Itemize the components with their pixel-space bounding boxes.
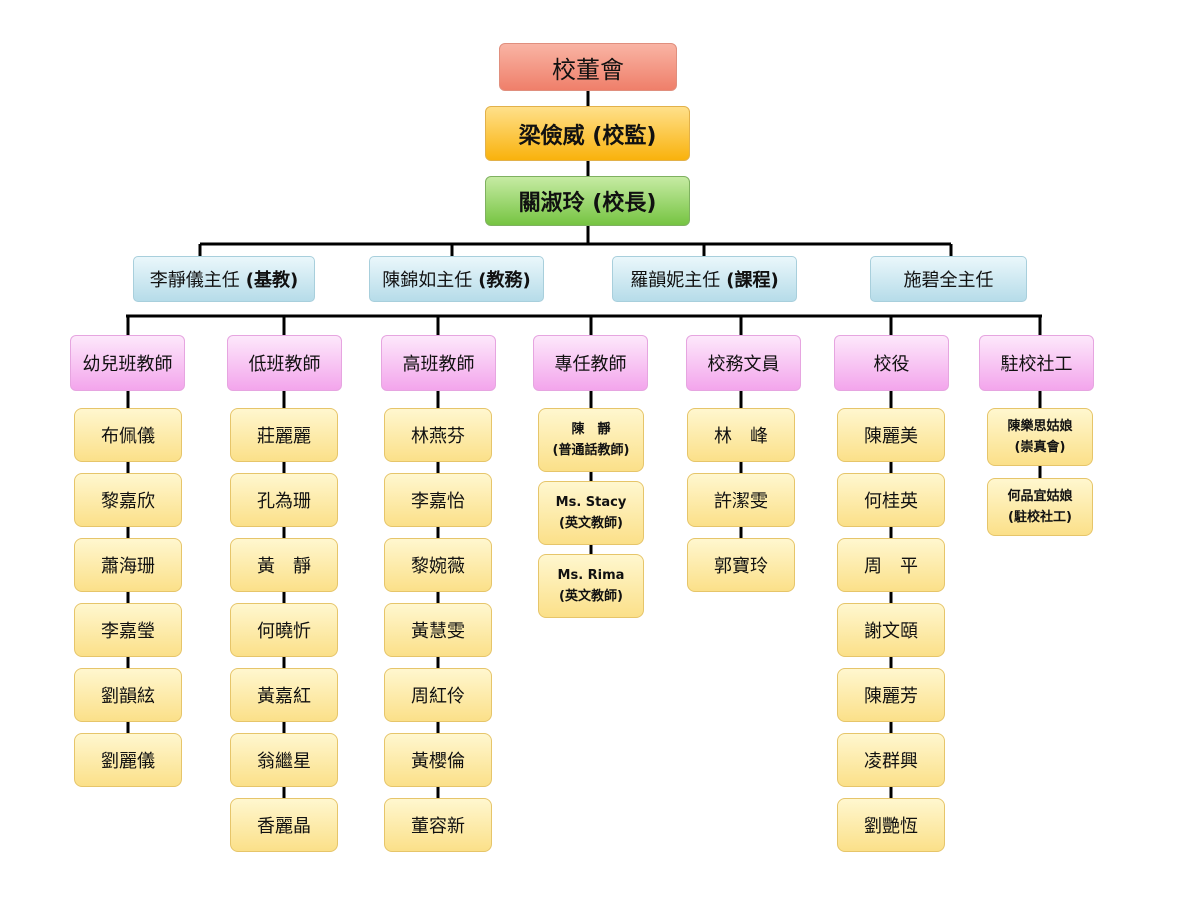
staff-box: 周紅伶 xyxy=(384,668,492,722)
staff-note: (崇真會) xyxy=(1014,440,1066,455)
staff-name: 陳樂思姑娘 xyxy=(1007,419,1073,434)
staff-box: 何曉忻 xyxy=(230,603,338,657)
staff-box: 黃嘉紅 xyxy=(230,668,338,722)
staff-name: 何品宜姑娘 xyxy=(1007,489,1073,504)
staff-box: Ms. Rima (英文教師) xyxy=(538,554,644,618)
staff-box: 李嘉怡 xyxy=(384,473,492,527)
director-name: 羅韻妮主任 xyxy=(630,270,721,291)
department-box-2: 低班教師 xyxy=(227,335,342,391)
staff-name: Ms. Stacy xyxy=(555,495,627,510)
department-box-5: 校務文員 xyxy=(686,335,801,391)
director-box-3: 羅韻妮主任(課程) xyxy=(612,256,797,302)
department-box-3: 高班教師 xyxy=(381,335,496,391)
director-box-1: 李靜儀主任(基教) xyxy=(133,256,315,302)
director-box-4: 施碧全主任 xyxy=(870,256,1027,302)
staff-name: 陳 靜 xyxy=(571,422,611,437)
staff-box: Ms. Stacy (英文教師) xyxy=(538,481,644,545)
staff-box: 翁繼星 xyxy=(230,733,338,787)
department-box-4: 專任教師 xyxy=(533,335,648,391)
staff-box: 陳 靜 (普通話教師) xyxy=(538,408,644,472)
staff-box: 劉艷恆 xyxy=(837,798,945,852)
staff-box: 何品宜姑娘 (駐校社工) xyxy=(987,478,1093,536)
staff-box: 周 平 xyxy=(837,538,945,592)
director-name: 施碧全主任 xyxy=(903,270,994,291)
staff-box: 劉韻絃 xyxy=(74,668,182,722)
director-box-2: 陳錦如主任(教務) xyxy=(369,256,544,302)
department-box-6: 校役 xyxy=(834,335,949,391)
staff-box: 陳麗芳 xyxy=(837,668,945,722)
staff-note: (英文教師) xyxy=(559,589,623,604)
staff-box: 黃櫻倫 xyxy=(384,733,492,787)
supervisor-box: 梁儉威 (校監) xyxy=(485,106,690,161)
staff-note: (普通話教師) xyxy=(552,443,630,458)
staff-box: 陳樂思姑娘 (崇真會) xyxy=(987,408,1093,466)
staff-box: 黎婉薇 xyxy=(384,538,492,592)
staff-box: 何桂英 xyxy=(837,473,945,527)
department-box-1: 幼兒班教師 xyxy=(70,335,185,391)
staff-box: 董容新 xyxy=(384,798,492,852)
staff-box: 黎嘉欣 xyxy=(74,473,182,527)
staff-box: 陳麗美 xyxy=(837,408,945,462)
staff-box: 李嘉瑩 xyxy=(74,603,182,657)
staff-box: 林燕芬 xyxy=(384,408,492,462)
staff-box: 謝文頤 xyxy=(837,603,945,657)
director-role: (教務) xyxy=(478,270,531,291)
staff-box: 黃慧雯 xyxy=(384,603,492,657)
staff-note: (英文教師) xyxy=(559,516,623,531)
staff-box: 孔為珊 xyxy=(230,473,338,527)
staff-box: 許潔雯 xyxy=(687,473,795,527)
director-name: 李靜儀主任 xyxy=(149,270,240,291)
director-name: 陳錦如主任 xyxy=(382,270,473,291)
director-role: (基教) xyxy=(245,270,299,291)
staff-box: 布佩儀 xyxy=(74,408,182,462)
staff-box: 蕭海珊 xyxy=(74,538,182,592)
principal-box: 關淑玲 (校長) xyxy=(485,176,690,226)
staff-box: 郭寶玲 xyxy=(687,538,795,592)
staff-name: Ms. Rima xyxy=(557,568,625,583)
staff-box: 莊麗麗 xyxy=(230,408,338,462)
staff-box: 凌群興 xyxy=(837,733,945,787)
department-box-7: 駐校社工 xyxy=(979,335,1094,391)
staff-box: 香麗晶 xyxy=(230,798,338,852)
staff-box: 林 峰 xyxy=(687,408,795,462)
staff-box: 劉麗儀 xyxy=(74,733,182,787)
director-role: (課程) xyxy=(726,270,779,291)
board-box: 校董會 xyxy=(499,43,677,91)
staff-box: 黃 靜 xyxy=(230,538,338,592)
staff-note: (駐校社工) xyxy=(1008,510,1072,525)
